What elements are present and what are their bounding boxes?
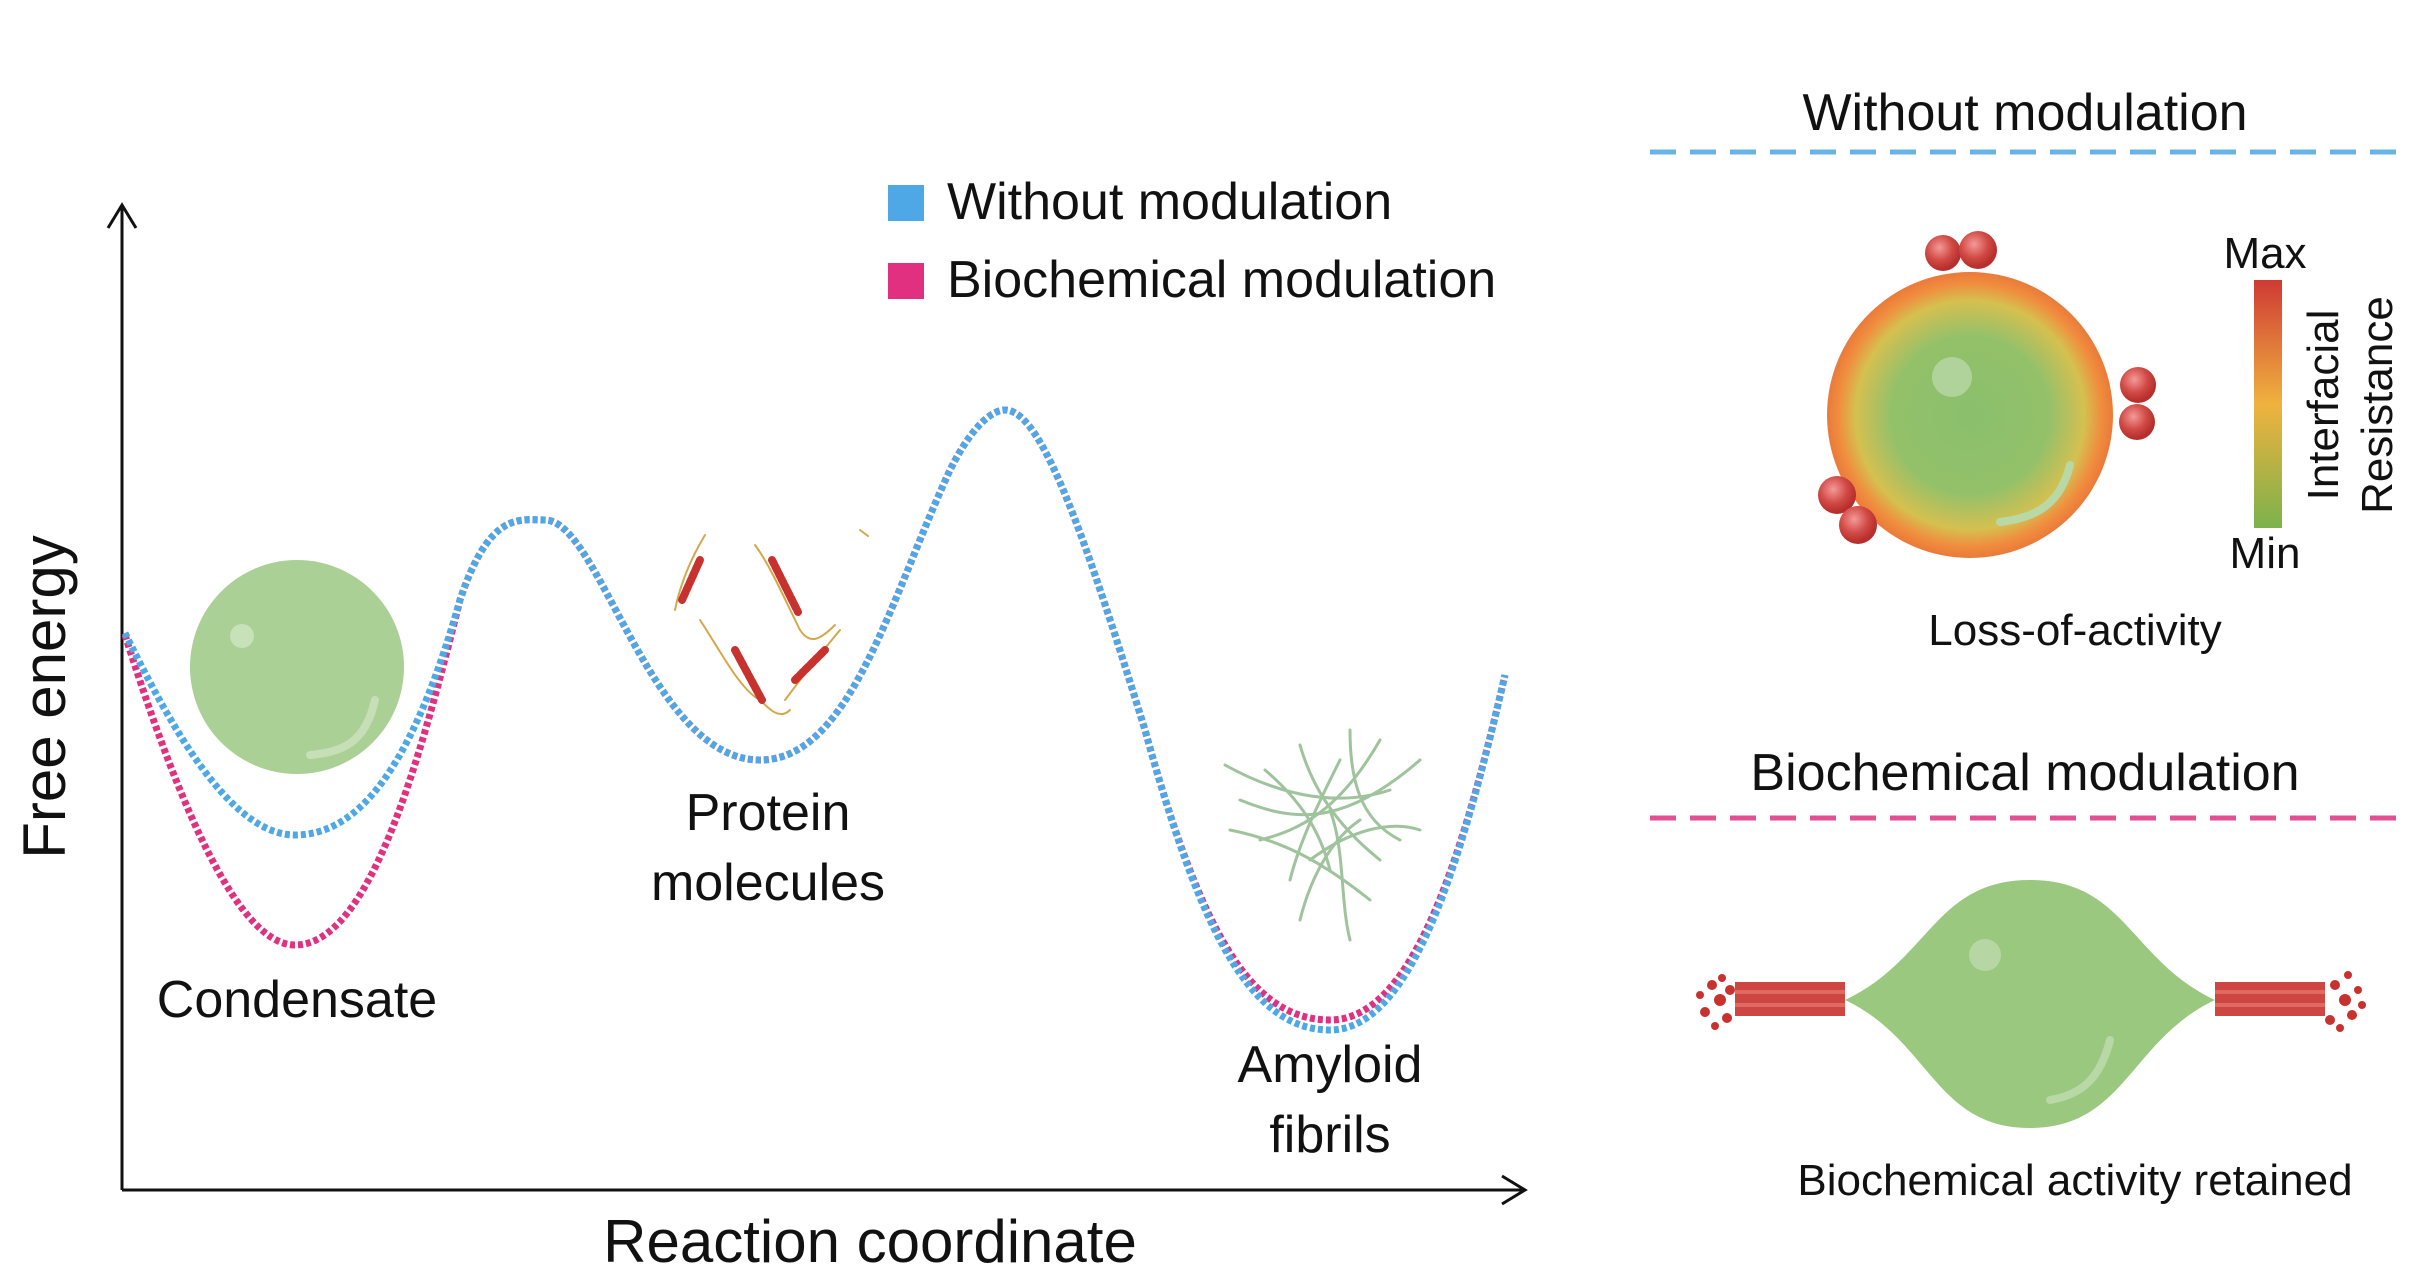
bottom-panel-title: Biochemical modulation — [1750, 744, 2299, 802]
y-axis-label: Free energy — [11, 535, 78, 859]
scale-title-line1: Interfacial — [2299, 310, 2348, 501]
legend-label-without: Without modulation — [947, 173, 1392, 231]
top-panel-title: Without modulation — [1802, 84, 2247, 142]
droplet-with-resistance-illustration — [1818, 231, 2156, 558]
top-panel-caption: Loss-of-activity — [1928, 606, 2221, 655]
bead — [1818, 476, 1856, 514]
amyloid-fibrils-illustration — [1223, 728, 1422, 942]
x-axis-arrowhead — [1501, 1174, 1528, 1206]
curve-without-modulation — [121, 406, 1509, 1034]
curve-biochemical-modulation — [121, 406, 1509, 1024]
legend-swatch-biochemical — [888, 263, 924, 299]
stretched-droplet-with-fibrils-illustration — [1696, 880, 2366, 1128]
bottom-panel-caption: Biochemical activity retained — [1797, 1156, 2352, 1205]
bead — [2120, 367, 2156, 403]
protein-molecules-illustration — [674, 529, 869, 716]
interfacial-resistance-scale: Max Min Interfacial Resistance — [2223, 229, 2402, 578]
scale-min-label: Min — [2230, 529, 2301, 578]
legend: Without modulation Biochemical modulatio… — [888, 173, 1496, 309]
bead — [1925, 235, 1961, 271]
protein-molecules-label-line2: molecules — [651, 854, 885, 912]
bead — [1959, 231, 1997, 269]
x-axis-label: Reaction coordinate — [603, 1208, 1137, 1272]
y-axis-arrowhead — [106, 202, 138, 229]
bead — [1839, 506, 1877, 544]
legend-label-biochemical: Biochemical modulation — [947, 251, 1496, 309]
scale-colorbar — [2254, 280, 2282, 528]
amyloid-fibrils-label-line2: fibrils — [1269, 1106, 1390, 1164]
bead — [2119, 404, 2155, 440]
protein-molecules-label-line1: Protein — [686, 784, 851, 842]
amyloid-fibrils-label-line1: Amyloid — [1238, 1036, 1423, 1094]
condensate-droplet-illustration — [190, 560, 404, 774]
condensate-label: Condensate — [157, 971, 437, 1029]
scale-title-line2: Resistance — [2353, 296, 2402, 514]
scale-max-label: Max — [2223, 229, 2306, 278]
legend-swatch-without — [888, 185, 924, 221]
axes — [106, 202, 1528, 1206]
